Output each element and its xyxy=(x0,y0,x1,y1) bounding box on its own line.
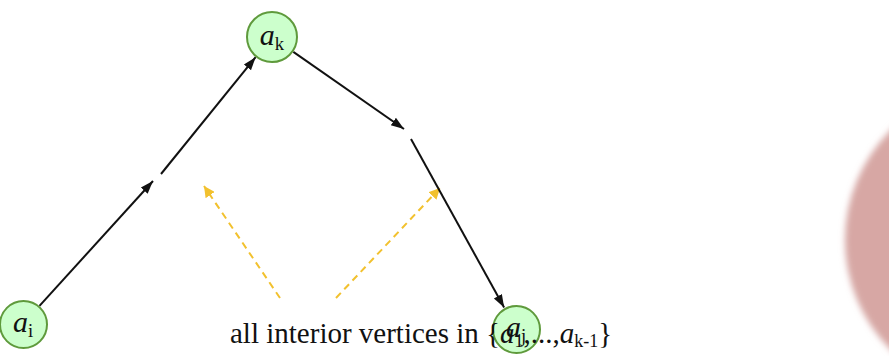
pink-blob xyxy=(845,85,889,356)
path-segment xyxy=(161,57,256,174)
vertex-circle: ai xyxy=(0,300,48,349)
vertex-label: ai xyxy=(13,307,33,340)
note-label: all interior vertices in {a1,...,ak-1} xyxy=(230,318,612,352)
path-arrow xyxy=(39,57,255,306)
path-segment xyxy=(411,139,504,308)
vertex-circle: ak xyxy=(246,11,298,63)
path-arrow xyxy=(293,52,504,308)
pointer-arrow xyxy=(204,186,280,298)
path-segment xyxy=(39,181,153,306)
pointer-arrow xyxy=(336,188,440,298)
path-segment xyxy=(293,52,404,129)
vertex-label: ak xyxy=(260,20,284,53)
